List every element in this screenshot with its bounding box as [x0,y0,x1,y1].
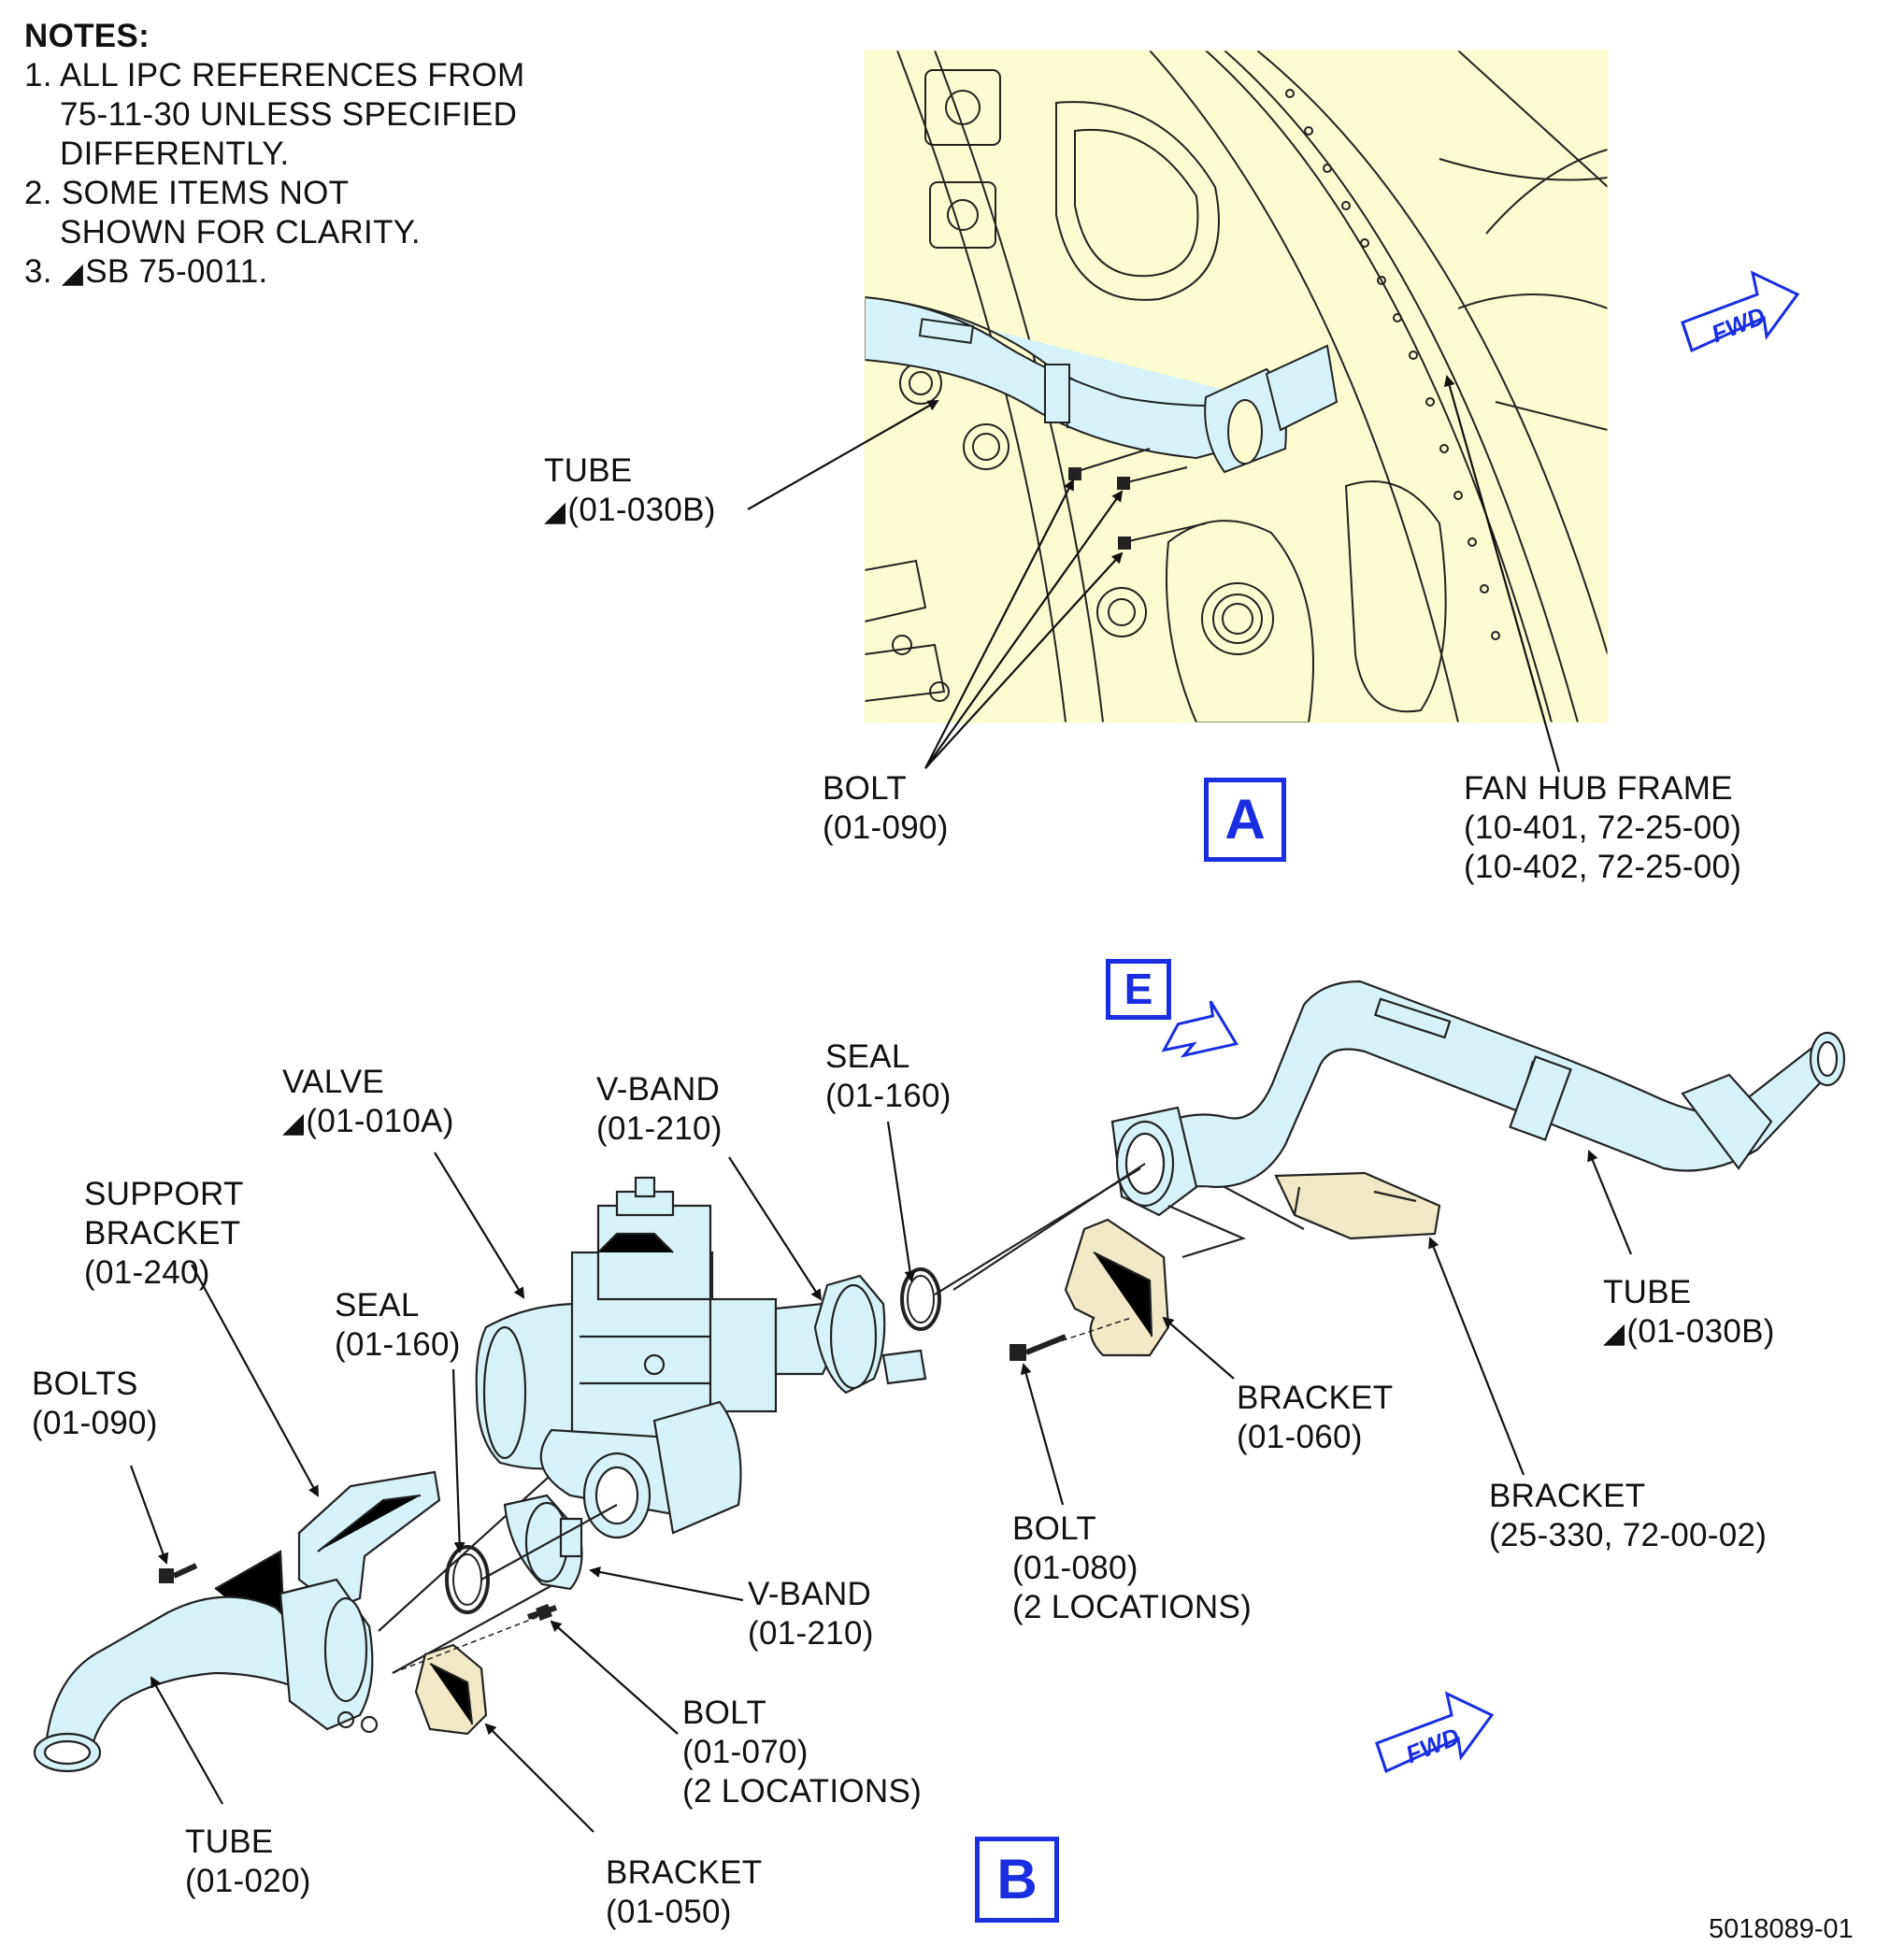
label-ref: (01-160) [335,1326,461,1363]
fwd-arrow-icon: FWD [1375,1691,1495,1774]
vband-seal-lower-drawing [445,1494,618,1614]
label-name: FAN HUB FRAME [1464,770,1733,807]
revision-triangle-icon: ◢ [544,496,566,527]
label-seal-160-upper: SEAL (01-160) [825,1037,952,1116]
label-ref: (01-030B) [1626,1313,1775,1350]
view-a-frame-drawing [864,50,1609,723]
note-1-cont2: DIFFERENTLY. [60,136,290,172]
label-tube-020: TUBE (01-020) [185,1823,311,1901]
label-name: BRACKET [606,1854,763,1891]
label-ref: (01-030B) [567,492,716,528]
label-bolt-070: BOLT (01-070) (2 LOCATIONS) [682,1694,922,1811]
label-name: SEAL [335,1287,420,1323]
label-bracket-060: BRACKET (01-060) [1237,1379,1393,1457]
label-ref: (01-210) [596,1110,723,1147]
label-name: BRACKET [84,1215,241,1252]
note-2: 2. SOME ITEMS NOT [24,175,350,211]
tube-01-020-drawing [33,1578,379,1773]
document-id: 5018089-01 [1709,1914,1854,1944]
note-1-cont: 75-11-30 UNLESS SPECIFIED [60,96,518,133]
label-vband-210-upper: V-BAND (01-210) [596,1070,723,1149]
notes-title: NOTES: [24,18,150,54]
bolt-01-080-drawing [1009,1317,1132,1361]
note-3-number: 3. [24,253,52,290]
label-ref: (10-401, 72-25-00) [1464,809,1742,846]
tube-01-030b-drawing [1110,980,1846,1217]
view-a-leaders [747,375,1561,773]
bolts-lower-drawing [159,1563,557,1674]
label-name: BRACKET [1489,1478,1646,1514]
label-bracket-330: BRACKET (25-330, 72-00-02) [1489,1477,1767,1555]
valve-01-010a-drawing [475,1176,834,1539]
view-b-leaders [129,1121,1633,1833]
label-name: SEAL [825,1038,910,1075]
bracket-drawings [1064,1171,1441,1357]
label-ref: (25-330, 72-00-02) [1489,1517,1768,1553]
label-ref: (01-020) [185,1863,311,1899]
revision-triangle-icon: ◢ [1603,1318,1625,1349]
label-locations: (2 LOCATIONS) [1012,1589,1253,1625]
label-name: BOLT [823,770,908,807]
label-name: TUBE [185,1824,274,1860]
label-vband-210-lower: V-BAND (01-210) [748,1575,874,1653]
label-tube-030b-a: TUBE ◢(01-030B) [544,451,716,532]
label-bracket-050: BRACKET (01-050) [606,1853,762,1932]
label-ref: (01-090) [823,809,949,846]
label-fan-hub-frame: FAN HUB FRAME (10-401, 72-25-00) (10-402… [1464,769,1741,887]
label-ref: (01-050) [606,1894,732,1930]
label-seal-160-lower: SEAL (01-160) [335,1286,461,1365]
view-a-tag: A [1204,778,1286,862]
label-name: V-BAND [748,1576,872,1612]
label-name: BRACKET [1237,1380,1394,1416]
label-ref: (01-070) [682,1734,809,1770]
label-bolts-090: BOLTS (01-090) [32,1365,158,1443]
vband-seal-upper-drawing [813,1167,1141,1395]
label-name: BOLTS [32,1366,138,1402]
label-name: V-BAND [596,1071,721,1108]
notes-block: NOTES: 1. ALL IPC REFERENCES FROM 75-11-… [24,17,525,293]
label-ref: (01-080) [1012,1550,1138,1586]
label-ref: (01-090) [32,1405,158,1441]
label-tube-030b-b: TUBE ◢(01-030B) [1603,1273,1775,1353]
view-b-tag: B [975,1837,1059,1923]
note-1: 1. ALL IPC REFERENCES FROM [24,57,525,93]
label-bolt-090-a: BOLT (01-090) [823,769,949,848]
label-name: TUBE [1603,1274,1692,1310]
view-e-arrow-icon [1161,1000,1239,1058]
label-name: BOLT [1012,1510,1097,1547]
label-ref: (01-240) [84,1254,210,1291]
bracket-01-050-drawing [414,1643,488,1736]
label-bolt-080: BOLT (01-080) (2 LOCATIONS) [1012,1509,1252,1627]
fwd-arrow-icon: FWD [1681,270,1800,353]
note-3-text: SB 75-0011. [85,253,268,290]
label-ref: (01-210) [748,1615,874,1652]
revision-triangle-icon: ◢ [61,258,84,289]
label-locations: (2 LOCATIONS) [682,1773,923,1810]
note-3: 3. ◢SB 75-0011. [24,252,525,293]
label-support-bracket-240: SUPPORT BRACKET (01-240) [84,1175,244,1293]
label-name: TUBE [544,452,633,489]
label-ref: (01-010A) [306,1103,454,1139]
revision-triangle-icon: ◢ [282,1108,305,1138]
note-2-cont: SHOWN FOR CLARITY. [60,214,421,250]
label-ref: (10-402, 72-25-00) [1464,849,1742,885]
label-ref: (01-160) [825,1078,952,1114]
label-name: BOLT [682,1695,767,1731]
label-name: VALVE [282,1064,385,1100]
label-valve-010a: VALVE ◢(01-010A) [282,1063,454,1143]
label-name: SUPPORT [84,1176,244,1212]
label-ref: (01-060) [1237,1419,1363,1455]
view-e-tag: E [1106,959,1171,1020]
